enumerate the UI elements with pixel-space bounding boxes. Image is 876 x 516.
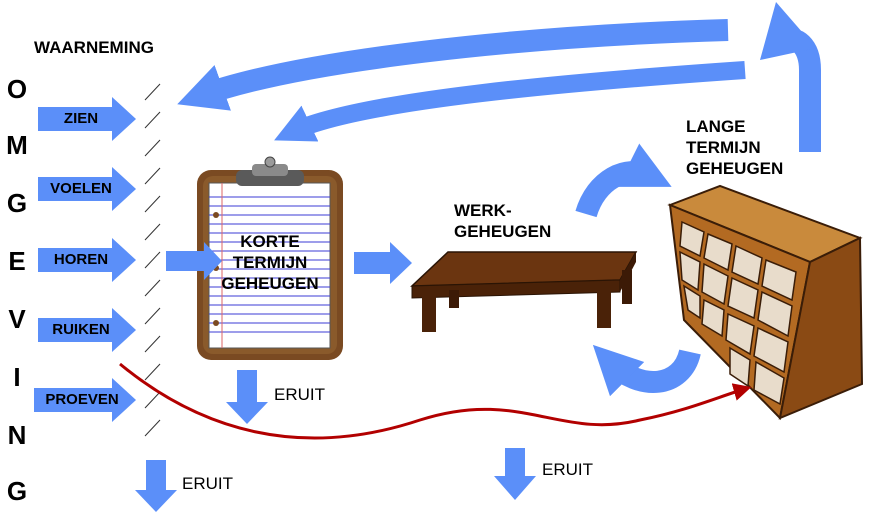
- out-arrow-perception: [135, 460, 177, 512]
- out-arrow-short-term: [226, 370, 268, 424]
- sense-arrows: [34, 97, 136, 422]
- sense-label-voelen: VOELEN: [50, 180, 112, 197]
- out-label-working: ERUIT: [542, 460, 593, 479]
- long-term-cabinet: [667, 184, 864, 421]
- env-letter: G: [6, 476, 28, 506]
- short-term-line: TERMIJN: [232, 253, 308, 272]
- out-label-short-term: ERUIT: [274, 385, 325, 404]
- short-term-clipboard: [197, 156, 343, 360]
- working-memory-loop-arrows: [575, 143, 701, 397]
- long-term-line: TERMIJN: [686, 138, 761, 157]
- arrow-horen: [38, 238, 136, 282]
- arrow-long-term-to-working: [592, 344, 701, 397]
- short-term-line: GEHEUGEN: [221, 274, 319, 293]
- arrow-proeven: [34, 378, 136, 422]
- arrow-zien: [38, 97, 136, 141]
- env-letter: M: [6, 130, 28, 160]
- feedback-arrows: [177, 2, 821, 152]
- direct-path-line: [119, 362, 752, 440]
- feedback-arrow-up: [779, 28, 821, 152]
- env-letter: O: [6, 74, 28, 104]
- out-arrows: [135, 370, 536, 512]
- env-letter: E: [8, 246, 26, 276]
- short-term-line: KORTE: [240, 232, 300, 251]
- feedback-arrow-to-short-term: [274, 61, 746, 142]
- sense-label-proeven: PROEVEN: [45, 391, 119, 408]
- perception-filter: [144, 83, 161, 437]
- env-letter: I: [13, 362, 21, 392]
- env-letter: G: [6, 188, 28, 218]
- perception-title: WAARNEMING: [34, 38, 154, 57]
- feedback-arrow-to-perception: [177, 19, 729, 111]
- working-memory-line: WERK-: [454, 201, 512, 220]
- long-term-line: LANGE: [686, 117, 746, 136]
- working-memory-line: GEHEUGEN: [454, 222, 552, 241]
- env-letter: N: [7, 420, 27, 450]
- sense-label-zien: ZIEN: [63, 110, 99, 127]
- feedback-arrow-up-head: [760, 2, 816, 60]
- short-term-memory-label: KORTE TERMIJN GEHEUGEN: [212, 231, 328, 294]
- working-memory-table: [410, 251, 638, 332]
- long-term-line: GEHEUGEN: [686, 159, 784, 178]
- clipboard-clip: [236, 156, 304, 186]
- long-term-memory-label: LANGE TERMIJN GEHEUGEN: [686, 116, 783, 179]
- arrow-ruiken: [38, 308, 136, 352]
- arrow-to-working-memory: [354, 242, 412, 284]
- sense-label-horen: HOREN: [53, 251, 109, 268]
- env-letter: V: [8, 304, 26, 334]
- arrow-into-short-term: [166, 242, 222, 280]
- out-label-perception: ERUIT: [182, 474, 233, 493]
- out-arrow-working: [494, 448, 536, 500]
- sense-label-ruiken: RUIKEN: [52, 321, 110, 338]
- working-memory-label: WERK- GEHEUGEN: [454, 200, 551, 242]
- arrow-working-to-long-term: [575, 143, 672, 218]
- arrow-voelen: [38, 167, 136, 211]
